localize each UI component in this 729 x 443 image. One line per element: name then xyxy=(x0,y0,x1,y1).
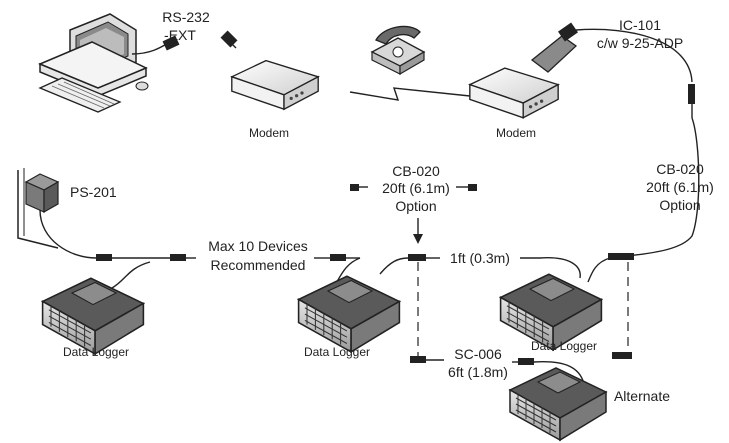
connector-a3 xyxy=(330,254,346,261)
data-logger-1 xyxy=(41,277,145,355)
computer-icon xyxy=(38,13,149,113)
one-ft-label: 1ft (0.3m) xyxy=(450,250,510,266)
sc006-label-line1: SC-006 xyxy=(454,346,502,362)
phone-line-link xyxy=(349,87,471,101)
modem-left-connector xyxy=(220,30,238,48)
logger2-label: Data Logger xyxy=(304,345,370,359)
connector-d1 xyxy=(410,356,426,363)
logger3-label: Data Logger xyxy=(531,339,597,353)
ic101-label-line1: IC-101 xyxy=(619,17,661,33)
cb020-center-connector-l xyxy=(350,184,359,191)
logger2-cable-out xyxy=(379,257,409,275)
logger3-cable xyxy=(587,257,611,283)
modem-right xyxy=(469,67,559,119)
rs232-connector xyxy=(162,35,180,51)
cb020-center-label-line2: 20ft (6.1m) xyxy=(382,180,450,196)
cb020-right-label-line3: Option xyxy=(659,197,700,213)
cb020-right-label-line1: CB-020 xyxy=(656,161,704,177)
data-logger-2 xyxy=(297,275,401,353)
max-devices-label-line2: Recommended xyxy=(211,257,306,273)
connector-a1 xyxy=(96,254,112,261)
connector-b1 xyxy=(408,254,426,261)
cable-connector-right-top xyxy=(688,84,695,104)
psu-cable xyxy=(39,209,97,259)
logger1-cable xyxy=(111,261,151,289)
power-supply-icon xyxy=(17,168,60,249)
connector-c1 xyxy=(608,253,634,260)
rs232-label-line2: -EXT xyxy=(164,27,196,43)
cb020-right-label-line2: 20ft (6.1m) xyxy=(646,179,714,195)
one-ft-cable-r xyxy=(520,257,581,279)
modem-left xyxy=(231,59,319,110)
cb020-right-cable xyxy=(627,117,700,257)
connector-a2 xyxy=(170,254,186,261)
modem-left-label: Modem xyxy=(249,126,289,140)
ic101-cable xyxy=(575,28,693,83)
sc006-cable-r xyxy=(533,361,585,385)
ic101-adapter xyxy=(530,35,578,73)
rs232-label-line1: RS-232 xyxy=(162,9,210,25)
sc006-label-line2: 6ft (1.8m) xyxy=(448,364,508,380)
alternate-logger xyxy=(509,367,607,441)
ic101-label-line2: c/w 9-25-ADP xyxy=(597,35,683,51)
ps201-label: PS-201 xyxy=(70,184,117,200)
connector-d3 xyxy=(612,352,632,359)
cb020-center-label-line3: Option xyxy=(395,198,436,214)
modem-right-label: Modem xyxy=(496,126,536,140)
telephone-icon xyxy=(370,25,426,76)
cb020-center-connector-r xyxy=(468,184,477,191)
connector-d2 xyxy=(518,358,534,365)
cb020-center-label-line1: CB-020 xyxy=(392,163,440,179)
logger1-label: Data Logger xyxy=(63,345,129,359)
ic101-connector xyxy=(558,22,578,42)
cb020-arrow-head xyxy=(413,234,423,244)
alternate-label: Alternate xyxy=(614,388,670,404)
max-devices-label-line1: Max 10 Devices xyxy=(208,238,308,254)
